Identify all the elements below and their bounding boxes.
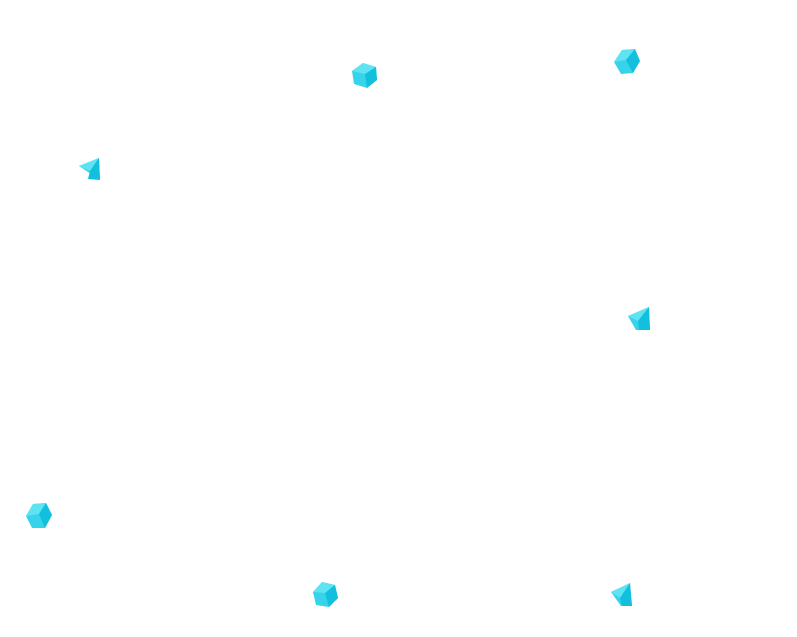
triangle-shard-icon[interactable] bbox=[78, 156, 102, 182]
hexagon-gem-icon[interactable] bbox=[312, 581, 339, 609]
hexagon-gem-icon[interactable] bbox=[25, 502, 53, 530]
triangle-shard-icon[interactable] bbox=[610, 582, 634, 608]
triangle-shard-icon[interactable] bbox=[627, 306, 652, 332]
hexagon-gem-icon[interactable] bbox=[613, 48, 641, 76]
hexagon-gem-icon[interactable] bbox=[351, 62, 379, 90]
